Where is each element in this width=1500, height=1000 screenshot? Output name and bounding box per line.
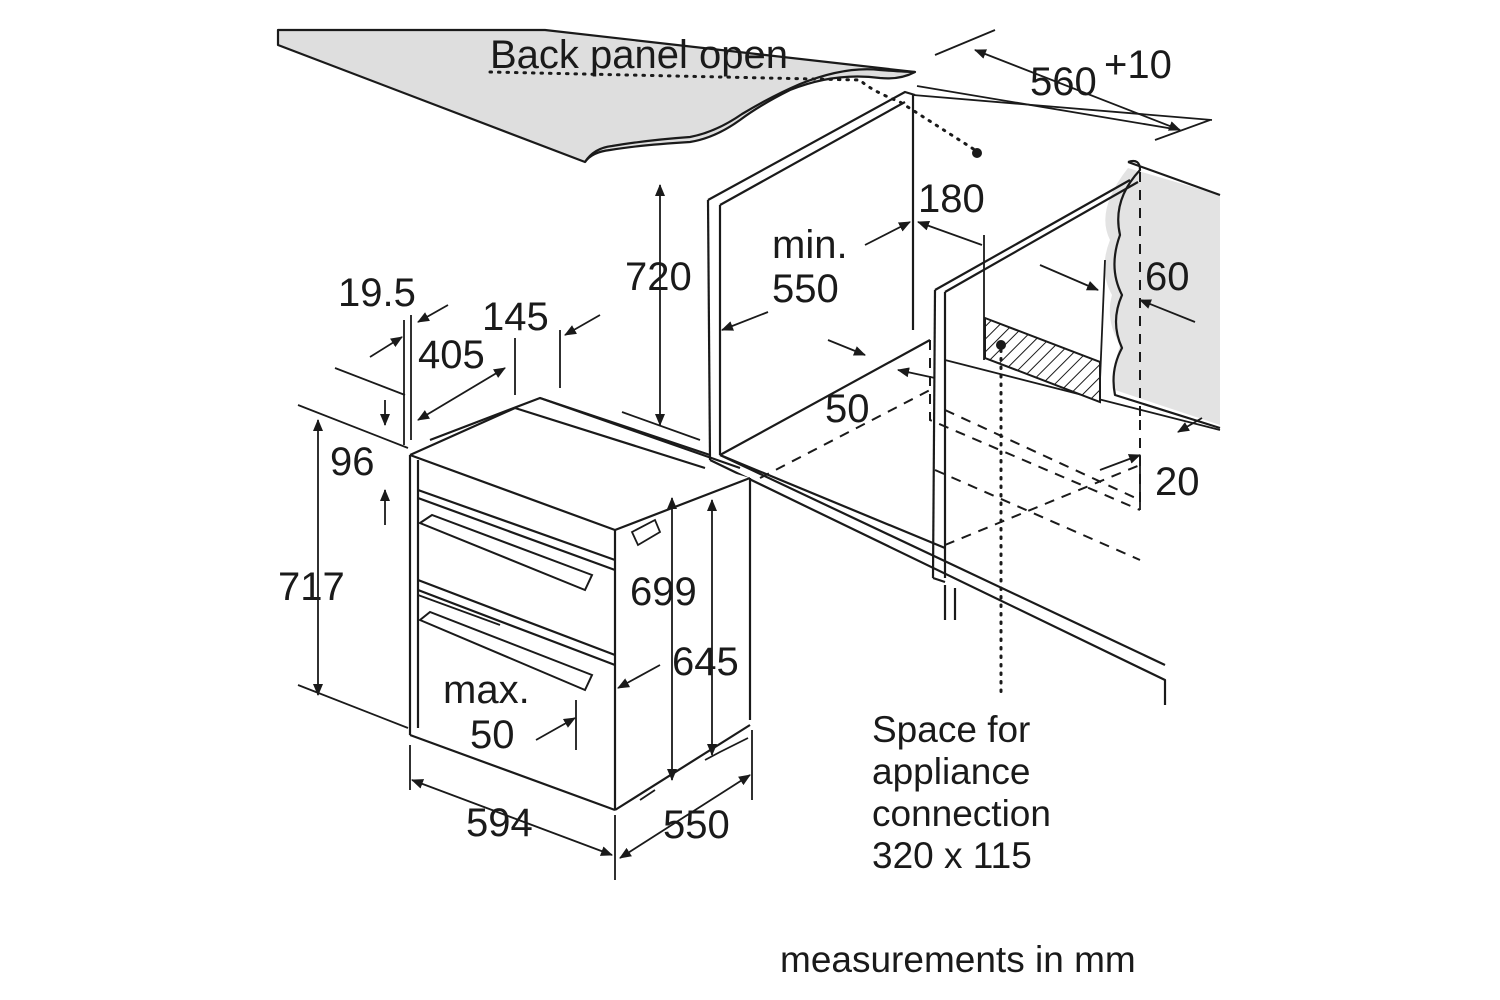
oven-width-label: 594 — [466, 801, 533, 845]
connection-line-3: connection — [872, 793, 1051, 834]
dimension-lines — [297, 29, 1211, 880]
right-wall — [1104, 159, 1221, 430]
body-height-label: 699 — [630, 570, 697, 614]
side-20-label: 20 — [1155, 460, 1200, 504]
rear-offset-label: 180 — [918, 177, 985, 221]
connection-line-1: Space for — [872, 709, 1030, 750]
niche-width-tolerance: +10 — [1104, 43, 1172, 87]
connection-line-4: 320 x 115 — [872, 835, 1032, 876]
niche-depth-label: 550 — [772, 267, 839, 311]
back-panel-label: Back panel open — [490, 33, 788, 77]
side-60-label: 60 — [1145, 255, 1190, 299]
back-panel-point — [972, 148, 982, 158]
worktop — [276, 28, 917, 164]
oven-height-label: 717 — [278, 565, 345, 609]
back-panel-line — [488, 70, 977, 152]
oven-depth-label: 550 — [663, 803, 730, 847]
dim-145-label: 145 — [482, 295, 549, 339]
gap-50-label: 50 — [825, 387, 870, 431]
dim-96-label: 96 — [330, 440, 375, 484]
body-height-2-label: 645 — [672, 640, 739, 684]
dim-19-5-label: 19.5 — [338, 271, 416, 315]
oven — [408, 396, 752, 812]
connection-point — [996, 340, 1006, 350]
max-label: max. — [443, 668, 530, 712]
max-value-label: 50 — [470, 713, 515, 757]
connection-area — [984, 316, 1101, 404]
connection-line-2: appliance — [872, 751, 1030, 792]
units-note: measurements in mm — [780, 939, 1136, 980]
dim-405-label: 405 — [418, 333, 485, 377]
niche-height-label: 720 — [625, 255, 692, 299]
niche-width-label: 560 — [1030, 60, 1097, 104]
min-label: min. — [772, 223, 848, 267]
